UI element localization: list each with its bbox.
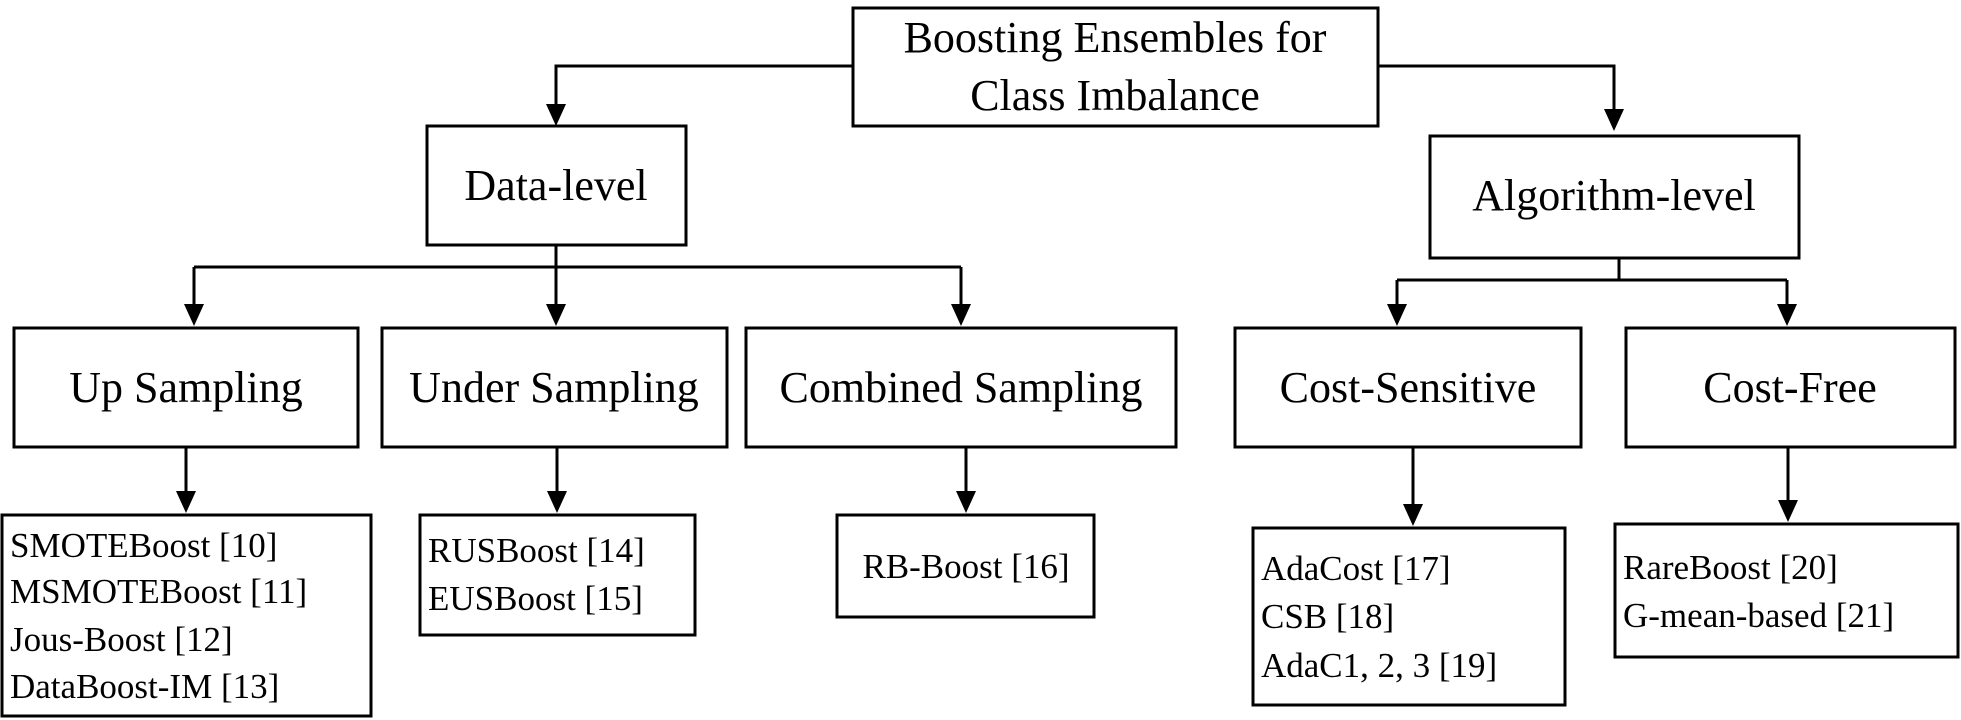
arrowhead-combined-sampling [951,304,971,326]
data-level-node: Data-level [425,124,688,247]
arrowhead-up-sampling-methods [176,491,196,513]
method-csb: CSB [18] [1261,597,1394,636]
arrowhead-under-sampling-methods [547,491,567,513]
up-sampling-box [12,326,360,449]
arrowhead-cost-sensitive [1387,304,1407,326]
method-adac123: AdaC1, 2, 3 [19] [1261,646,1497,685]
combined-sampling-box [744,326,1178,449]
arrowhead-cost-free [1777,304,1797,326]
connectors [176,64,1798,526]
root-box [851,6,1380,128]
algorithm-level-label: Algorithm-level [1472,171,1756,220]
arrowhead-under-sampling [546,304,566,326]
method-rareboost: RareBoost [20] [1623,548,1838,587]
method-smoteboost: SMOTEBoost [10] [10,526,277,565]
combined-sampling-methods-box [835,513,1096,619]
under-sampling-methods: RUSBoost [14] EUSBoost [15] [418,513,697,637]
cost-free-label: Cost-Free [1703,363,1877,412]
combined-sampling-methods: RB-Boost [16] [835,513,1096,619]
root-title-line-1: Boosting Ensembles for [904,13,1327,62]
method-eusboost: EUSBoost [15] [428,579,643,618]
algorithm-level-node: Algorithm-level [1428,134,1801,260]
method-msmoteboost: MSMOTEBoost [11] [10,572,307,611]
method-databoost-im: DataBoost-IM [13] [10,667,279,706]
up-sampling-methods-box [0,513,373,718]
up-sampling-methods: SMOTEBoost [10] MSMOTEBoost [11] Jous-Bo… [0,513,373,718]
algorithm-level-box [1428,134,1801,260]
arrowhead-algorithm-level [1604,109,1624,131]
up-sampling-node: Up Sampling [12,326,360,449]
root-node: Boosting Ensembles for Class Imbalance [851,6,1380,128]
arrowhead-up-sampling [184,304,204,326]
under-sampling-node: Under Sampling [380,326,729,449]
cost-free-node: Cost-Free [1624,326,1957,449]
arrowhead-combined-sampling-methods [956,491,976,513]
under-sampling-methods-box [418,513,697,637]
cost-sensitive-methods-box [1251,526,1567,707]
combined-sampling-label: Combined Sampling [780,363,1143,412]
under-sampling-label: Under Sampling [409,363,699,412]
connector-root-data-level [554,64,853,108]
arrowhead-data-level [546,104,566,126]
cost-free-methods-box [1613,522,1960,659]
method-adacost: AdaCost [17] [1261,549,1451,588]
cost-sensitive-box [1233,326,1583,449]
root-title-line-2: Class Imbalance [970,71,1260,120]
arrowhead-cost-sensitive-methods [1403,504,1423,526]
under-sampling-box [380,326,729,449]
cost-free-methods: RareBoost [20] G-mean-based [21] [1613,522,1960,659]
data-level-label: Data-level [464,161,647,210]
cost-free-box [1624,326,1957,449]
data-level-box [425,124,688,247]
cost-sensitive-methods: AdaCost [17] CSB [18] AdaC1, 2, 3 [19] [1251,526,1567,707]
cost-sensitive-node: Cost-Sensitive [1233,326,1583,449]
up-sampling-label: Up Sampling [69,363,302,412]
arrowhead-cost-free-methods [1778,500,1798,522]
method-rb-boost: RB-Boost [16] [862,547,1069,586]
combined-sampling-node: Combined Sampling [744,326,1178,449]
cost-sensitive-label: Cost-Sensitive [1280,363,1537,412]
method-g-mean-based: G-mean-based [21] [1623,596,1894,635]
connector-root-algorithm-level [1378,64,1616,113]
method-jous-boost: Jous-Boost [12] [10,620,233,659]
method-rusboost: RUSBoost [14] [428,531,645,570]
